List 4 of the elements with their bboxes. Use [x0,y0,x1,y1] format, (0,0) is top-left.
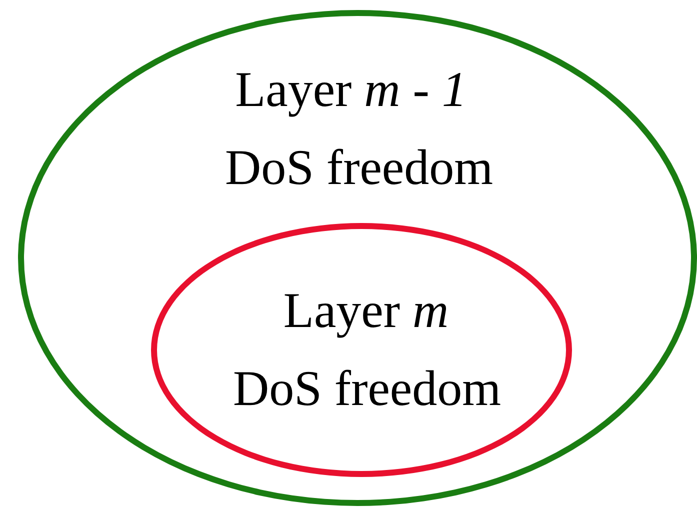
ellipse-region [18,10,697,506]
region-label: DoS freedom [233,363,501,413]
ellipse-region [151,223,572,477]
region-label: DoS freedom [225,142,493,192]
